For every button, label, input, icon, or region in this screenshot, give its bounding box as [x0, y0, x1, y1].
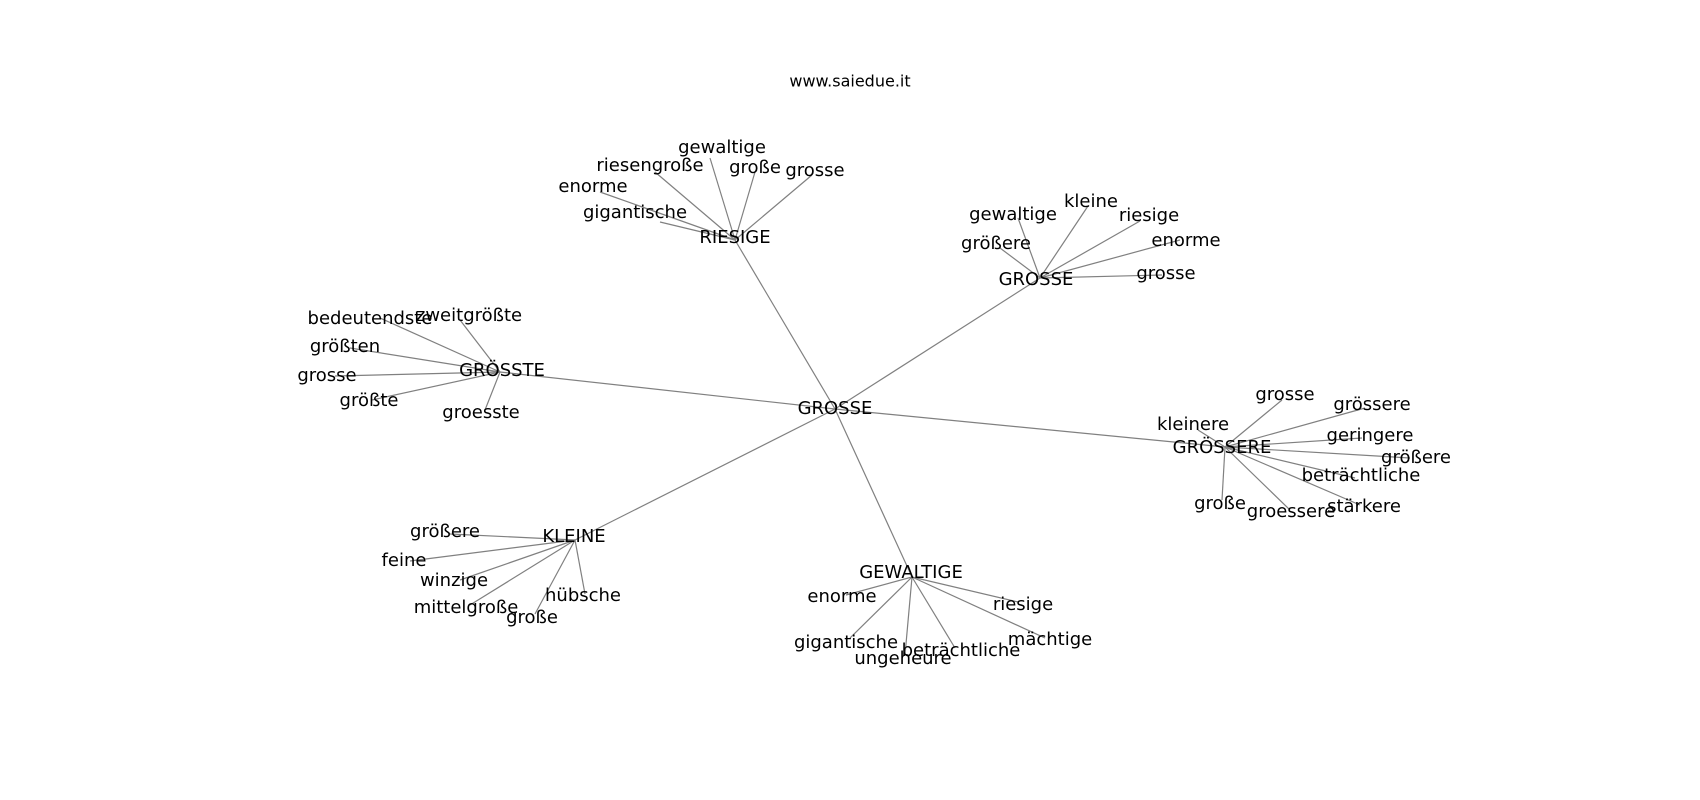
leaf-node-label: mächtige — [1008, 629, 1092, 650]
edge-hub-to-leaf — [599, 191, 736, 241]
leaf-node-label: grosse — [1255, 384, 1314, 405]
edge-hub-to-leaf — [734, 174, 813, 241]
edge-hub-to-leaf — [911, 576, 1046, 639]
edge-hub-to-leaf — [999, 247, 1041, 279]
leaf-node-label: mittelgroße — [414, 597, 519, 618]
leaf-node-label: riesengroße — [596, 155, 703, 176]
leaf-node-label: enorme — [1151, 230, 1220, 251]
leaf-node-label: beträchtliche — [902, 640, 1021, 661]
edge-hub-to-leaf — [659, 221, 736, 241]
site-watermark: www.saiedue.it — [789, 72, 910, 91]
edge-hub-to-leaf — [734, 171, 756, 241]
edge-hub-to-leaf — [904, 576, 913, 656]
edge-hub-to-leaf — [449, 533, 576, 541]
leaf-node-label: große — [729, 157, 781, 178]
leaf-node-label: große — [506, 607, 558, 628]
edge-root-to-hub — [834, 408, 1226, 448]
leaf-node-label: größere — [410, 521, 480, 542]
edge-hub-to-leaf — [459, 539, 576, 581]
edge-hub-to-leaf — [371, 371, 501, 401]
graph-labels: www.saiedue.it GROSSE RIESIGEgewaltigeri… — [297, 72, 1451, 670]
leaf-node-label: gigantische — [794, 632, 898, 653]
leaf-node-label: enorme — [807, 586, 876, 607]
leaf-node-label: winzige — [420, 570, 488, 591]
edge-hub-to-leaf — [911, 576, 956, 649]
edge-hub-to-leaf — [1039, 220, 1141, 279]
hub-node-label: GEWALTIGE — [859, 562, 963, 583]
leaf-node-label: kleinere — [1157, 414, 1229, 435]
leaf-node-label: geringere — [1327, 425, 1414, 446]
hub-node-label: GRÖSSTE — [459, 359, 545, 381]
leaf-node-label: gewaltige — [678, 137, 766, 158]
graph-edges — [334, 157, 1411, 656]
edge-root-to-hub — [834, 277, 1041, 410]
leaf-node-label: ungeheure — [854, 648, 951, 669]
root-node-label: GROSSE — [798, 398, 873, 419]
leaf-node-label: große — [1194, 493, 1246, 514]
leaf-node-label: hübsche — [545, 585, 621, 606]
leaf-node-label: kleine — [1064, 191, 1118, 212]
leaf-node-label: bedeutendste — [308, 308, 433, 329]
leaf-node-label: grosse — [785, 160, 844, 181]
hub-node-label: GRÖSSERE — [1173, 436, 1272, 458]
edge-hub-to-leaf — [845, 576, 913, 596]
edge-root-to-hub — [499, 371, 836, 410]
hub-node-label: KLEINE — [542, 526, 605, 547]
leaf-node-label: grosse — [1136, 263, 1195, 284]
leaf-node-label: riesige — [1119, 205, 1179, 226]
edge-hub-to-leaf — [1039, 274, 1163, 279]
edge-hub-to-leaf — [379, 317, 501, 373]
edge-hub-to-leaf — [1224, 399, 1283, 448]
edge-hub-to-leaf — [409, 539, 576, 562]
edge-hub-to-leaf — [574, 539, 586, 595]
edge-hub-to-leaf — [1224, 446, 1291, 511]
leaf-node-label: grössere — [1333, 394, 1410, 415]
leaf-node-label: stärkere — [1327, 496, 1401, 517]
edge-hub-to-leaf — [1017, 217, 1041, 279]
edge-hub-to-leaf — [1224, 446, 1411, 459]
leaf-node-label: feine — [382, 550, 427, 571]
edge-root-to-hub — [834, 408, 913, 578]
edge-root-to-hub — [574, 408, 836, 541]
edge-hub-to-leaf — [849, 576, 913, 639]
edge-hub-to-leaf — [534, 539, 576, 615]
leaf-node-label: zweitgrößte — [416, 305, 522, 326]
hub-node-label: GROSSE — [999, 269, 1074, 290]
edge-hub-to-leaf — [484, 371, 501, 411]
leaf-node-label: groessere — [1247, 501, 1335, 522]
edge-hub-to-leaf — [1039, 205, 1089, 279]
edge-hub-to-leaf — [1221, 446, 1226, 501]
leaf-node-label: groesste — [442, 402, 519, 423]
edge-hub-to-leaf — [1224, 446, 1361, 506]
edge-hub-to-leaf — [1197, 429, 1226, 448]
leaf-node-label: größere — [961, 233, 1031, 254]
edge-hub-to-leaf — [459, 319, 501, 373]
edge-hub-to-leaf — [469, 539, 576, 606]
edge-hub-to-leaf — [1224, 446, 1356, 479]
edge-hub-to-leaf — [911, 576, 1019, 603]
leaf-node-label: gewaltige — [969, 204, 1057, 225]
edge-hub-to-leaf — [709, 157, 736, 241]
edge-hub-to-leaf — [654, 171, 736, 241]
leaf-node-label: gigantische — [583, 202, 687, 223]
leaf-node-label: riesige — [993, 594, 1053, 615]
edge-hub-to-leaf — [1039, 239, 1181, 279]
hub-node-label: RIESIGE — [699, 227, 770, 248]
edge-root-to-hub — [734, 239, 836, 410]
leaf-node-label: größten — [310, 336, 380, 357]
leaf-node-label: größere — [1381, 447, 1451, 468]
leaf-node-label: größte — [340, 390, 399, 411]
edge-hub-to-leaf — [1224, 437, 1363, 448]
edge-hub-to-leaf — [349, 347, 501, 373]
edge-hub-to-leaf — [334, 371, 501, 377]
leaf-node-label: beträchtliche — [1302, 465, 1421, 486]
leaf-node-label: grosse — [297, 365, 356, 386]
leaf-node-label: enorme — [558, 176, 627, 197]
edge-hub-to-leaf — [1224, 407, 1366, 448]
